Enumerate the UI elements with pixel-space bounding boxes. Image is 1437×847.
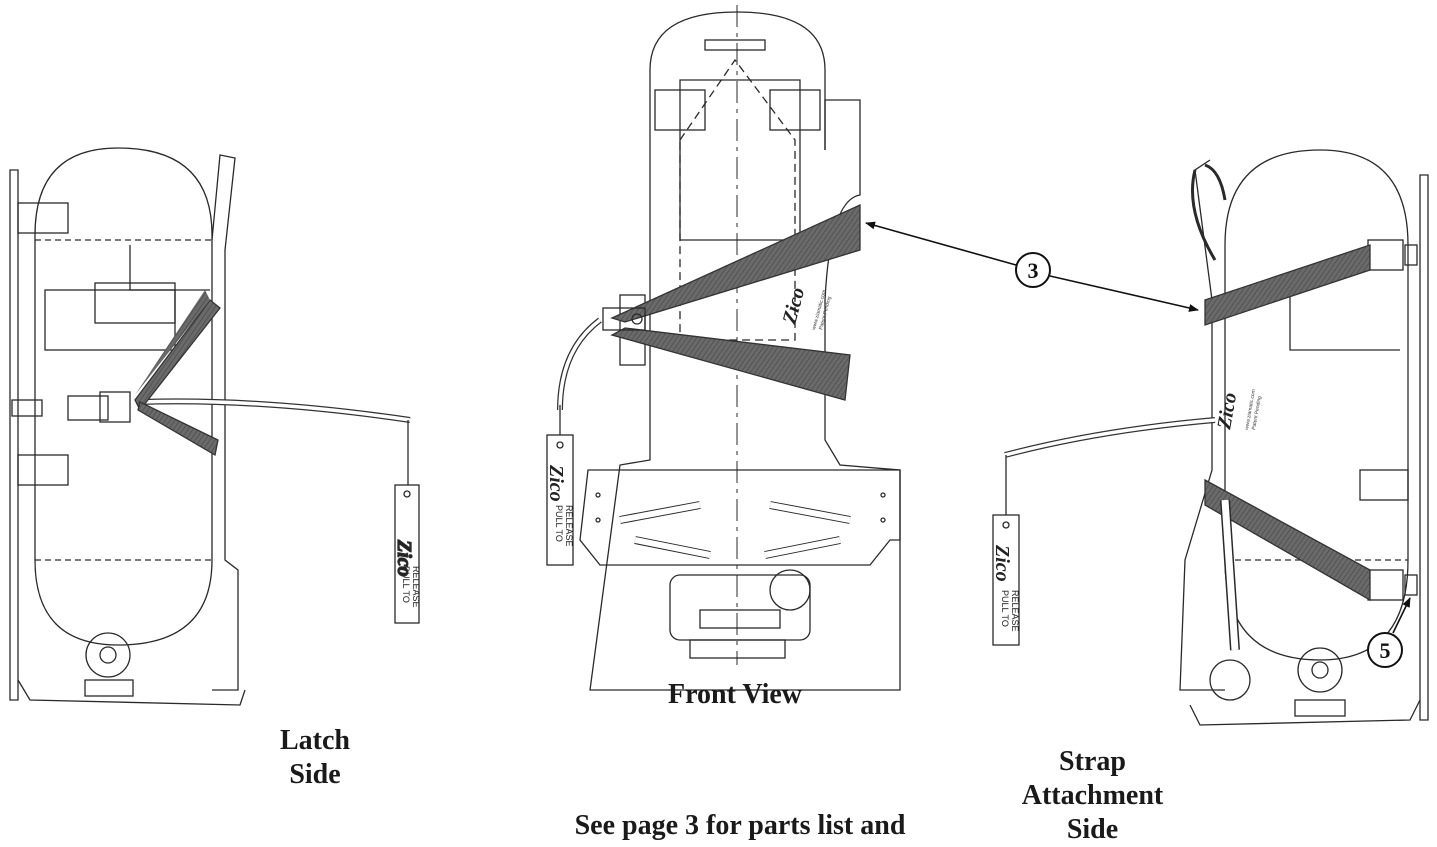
strap-bracket-patent: Patent Pending (1251, 395, 1263, 430)
strap-mount-plate (1419, 174, 1429, 721)
strap-caption-line3: Side (1066, 814, 1119, 845)
strap-tag-logo: Zico (991, 544, 1013, 582)
latch-tag-line1: PULL TO (401, 566, 411, 603)
latch-side-caption: Latch Side (265, 724, 365, 792)
front-view-caption: Front View (667, 679, 803, 710)
callout-3-arrow-left (865, 221, 1017, 266)
front-tag-line2: RELEASE (564, 505, 574, 547)
latch-side-view: Zico PULL TO RELEASE (9, 147, 421, 706)
callout-3-arrow-right (1049, 275, 1199, 312)
front-view: Zico www.ziamatic.com Patent Pending Zic… (545, 5, 901, 691)
front-bracket-logo: Zico (778, 285, 809, 327)
latch-release-tag: Zico PULL TO RELEASE (392, 484, 421, 624)
strap-bracket-logo: Zico (1213, 391, 1241, 432)
front-tag-logo: Zico (545, 464, 567, 502)
front-tag-line1: PULL TO (554, 505, 564, 542)
latch-tag-logo: Zico (393, 539, 415, 577)
strap-release-tag: Zico PULL TO RELEASE (991, 514, 1020, 646)
callout-5-label: 5 (1380, 638, 1391, 663)
callout-5-arrow (1392, 597, 1411, 634)
footer-note: See page 3 for parts list and (574, 810, 906, 841)
strap-tag-line1: PULL TO (1000, 590, 1010, 627)
strap-upper-buckle (1367, 239, 1404, 271)
strap-lower-buckle (1367, 569, 1404, 601)
strap-caption-line2: Attachment (1021, 780, 1164, 811)
latch-caption-line2: Side (289, 759, 341, 790)
latch-caption-line1: Latch (280, 725, 350, 756)
front-bracket-body (589, 99, 901, 691)
callout-3-label: 3 (1028, 258, 1039, 283)
callout-5: 5 (1367, 597, 1411, 668)
latch-tag-line2: RELEASE (411, 566, 421, 608)
latch-cylinder (34, 147, 213, 646)
strap-side-caption: Strap Attachment Side (1005, 745, 1180, 847)
callout-3: 3 (865, 221, 1199, 312)
latch-mount-plate (9, 169, 19, 701)
strap-tag-line2: RELEASE (1010, 590, 1020, 632)
strap-caption-line1: Strap (1059, 746, 1126, 777)
strap-attachment-side-view: Zico www.ziamatic.com Patent Pending Zic… (991, 149, 1429, 726)
front-release-tag: Zico PULL TO RELEASE (545, 434, 574, 566)
